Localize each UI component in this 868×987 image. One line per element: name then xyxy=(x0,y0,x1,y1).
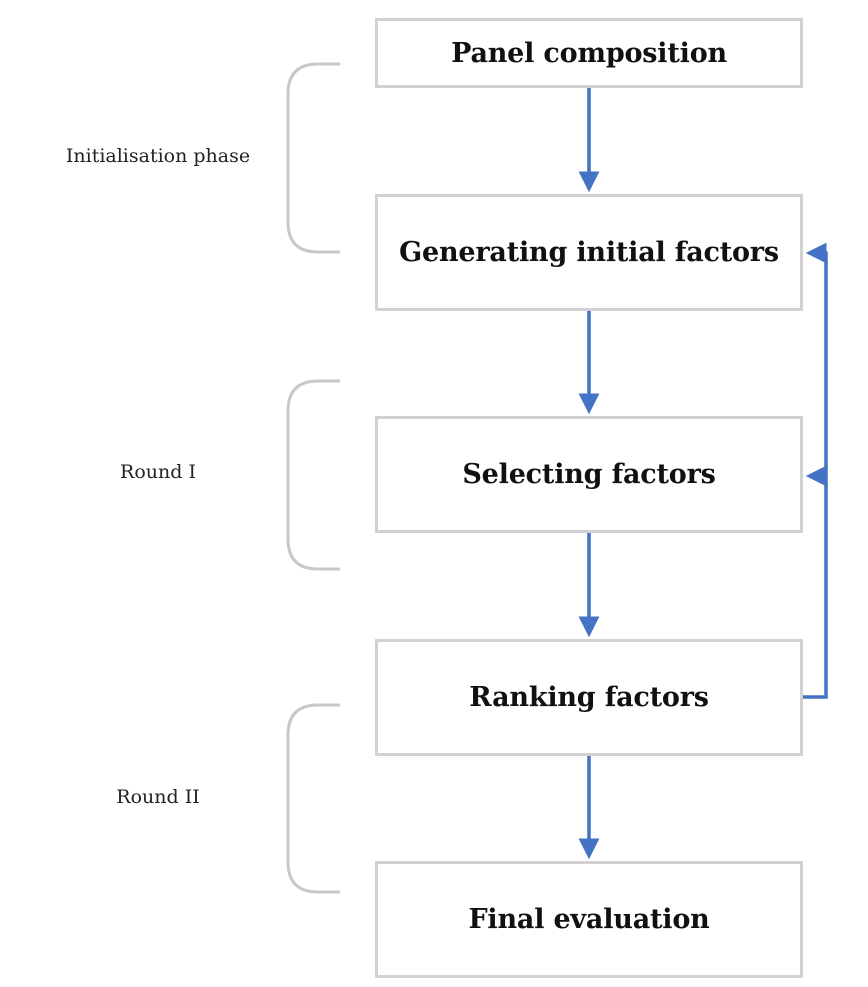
phase-label-round-2: Round II xyxy=(116,786,200,808)
box-final-evaluation-label: Final evaluation xyxy=(468,904,710,935)
bracket-round-2 xyxy=(286,703,340,894)
phase-label-initialisation: Initialisation phase xyxy=(65,145,251,167)
bracket-round-1 xyxy=(286,379,340,571)
box-panel-composition-label: Panel composition xyxy=(451,37,727,69)
box-panel-composition: Panel composition xyxy=(375,18,803,88)
box-generating-initial-factors-label: Generating initial factors xyxy=(399,237,779,268)
box-selecting-factors-label: Selecting factors xyxy=(462,459,716,490)
box-generating-initial-factors: Generating initial factors xyxy=(375,194,803,311)
box-final-evaluation: Final evaluation xyxy=(375,861,803,978)
box-selecting-factors: Selecting factors xyxy=(375,416,803,533)
bracket-initialisation xyxy=(286,62,340,254)
phase-label-round-1: Round I xyxy=(120,461,196,483)
box-ranking-factors: Ranking factors xyxy=(375,639,803,756)
box-ranking-factors-label: Ranking factors xyxy=(469,682,709,713)
